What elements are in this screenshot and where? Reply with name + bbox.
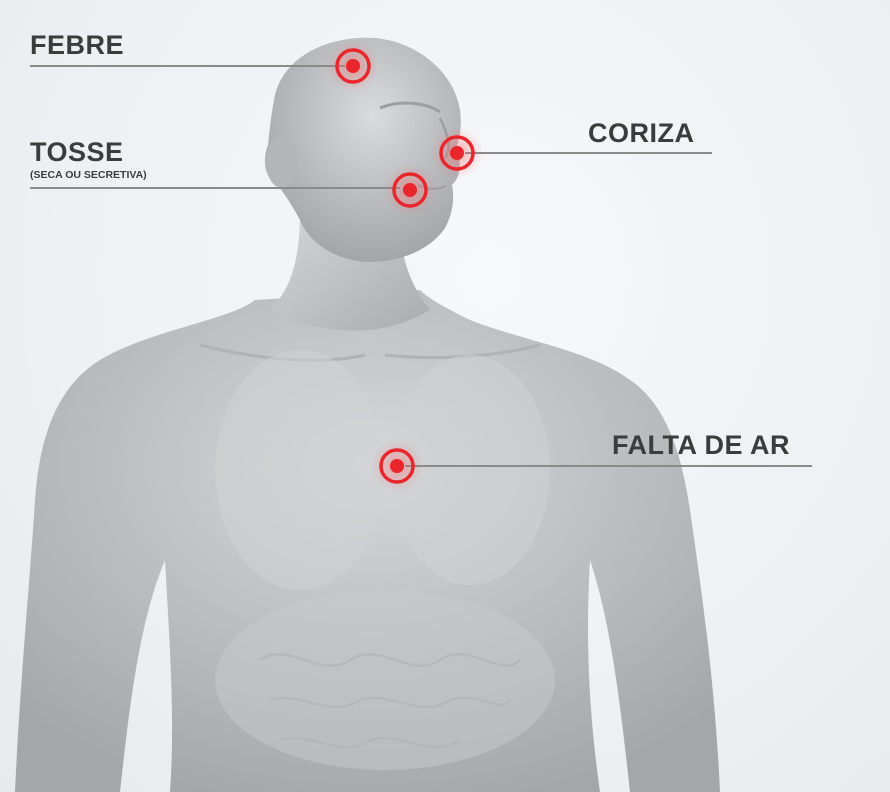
label-tosse: TOSSE xyxy=(30,139,124,166)
label-febre: FEBRE xyxy=(30,32,124,59)
sublabel-tosse-detail: (SECA OU SECRETIVA) xyxy=(30,170,147,181)
label-falta-de-ar: FALTA DE AR xyxy=(612,432,790,459)
marker-tosse xyxy=(384,164,436,216)
marker-falta-de-ar xyxy=(371,440,423,492)
abdomen-shape xyxy=(215,590,555,770)
marker-coriza xyxy=(431,127,483,179)
lung-left-shape xyxy=(215,350,385,590)
ear-shape xyxy=(266,136,298,188)
label-coriza: CORIZA xyxy=(588,120,695,147)
marker-febre xyxy=(327,40,379,92)
